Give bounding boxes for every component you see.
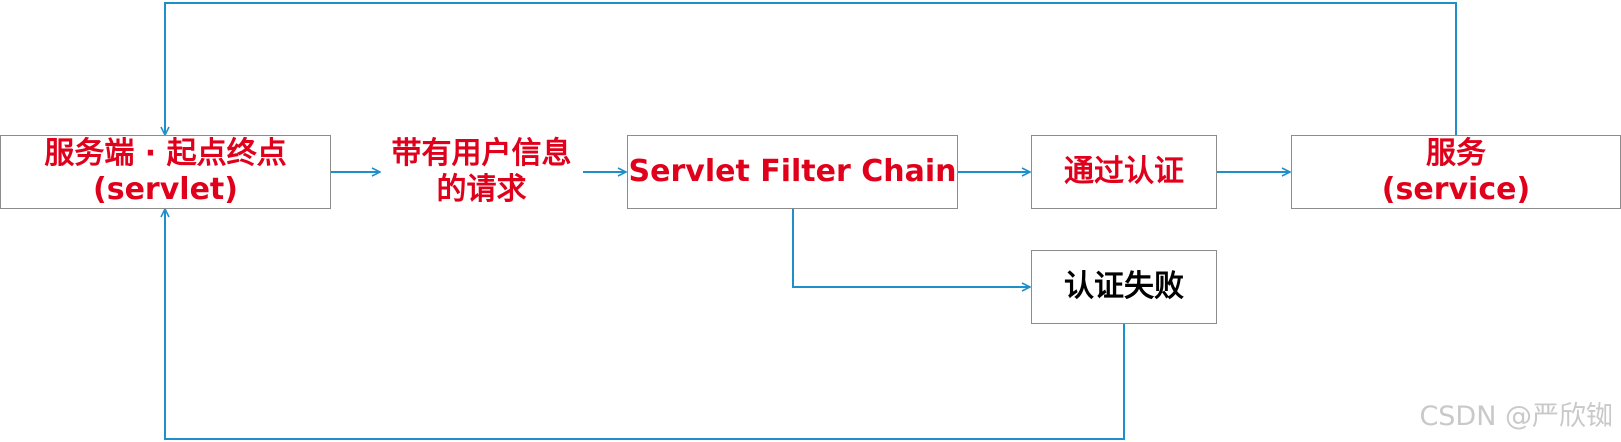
auth-pass-node-label: 通过认证	[1064, 154, 1184, 189]
service-node: 服务 (service)	[1291, 135, 1621, 209]
request-node: 带有用户信息 的请求	[380, 135, 583, 209]
service-node-label: 服务 (service)	[1381, 136, 1531, 207]
arrow-filter-chain-to-auth-fail	[792, 209, 1030, 287]
server-node: 服务端 · 起点终点 (servlet)	[0, 135, 331, 209]
filter-chain-node: Servlet Filter Chain	[627, 135, 958, 209]
arrow-auth-fail-return-to-server	[165, 209, 1125, 440]
watermark-text: CSDN @严欣铷	[1419, 401, 1613, 432]
arrow-service-return-to-server	[165, 2, 1457, 135]
auth-pass-node: 通过认证	[1031, 135, 1217, 209]
server-node-label: 服务端 · 起点终点 (servlet)	[44, 136, 287, 207]
filter-chain-node-label: Servlet Filter Chain	[628, 154, 957, 189]
request-node-label: 带有用户信息 的请求	[391, 136, 572, 207]
auth-fail-node: 认证失败	[1031, 250, 1217, 324]
auth-fail-node-label: 认证失败	[1064, 269, 1184, 304]
